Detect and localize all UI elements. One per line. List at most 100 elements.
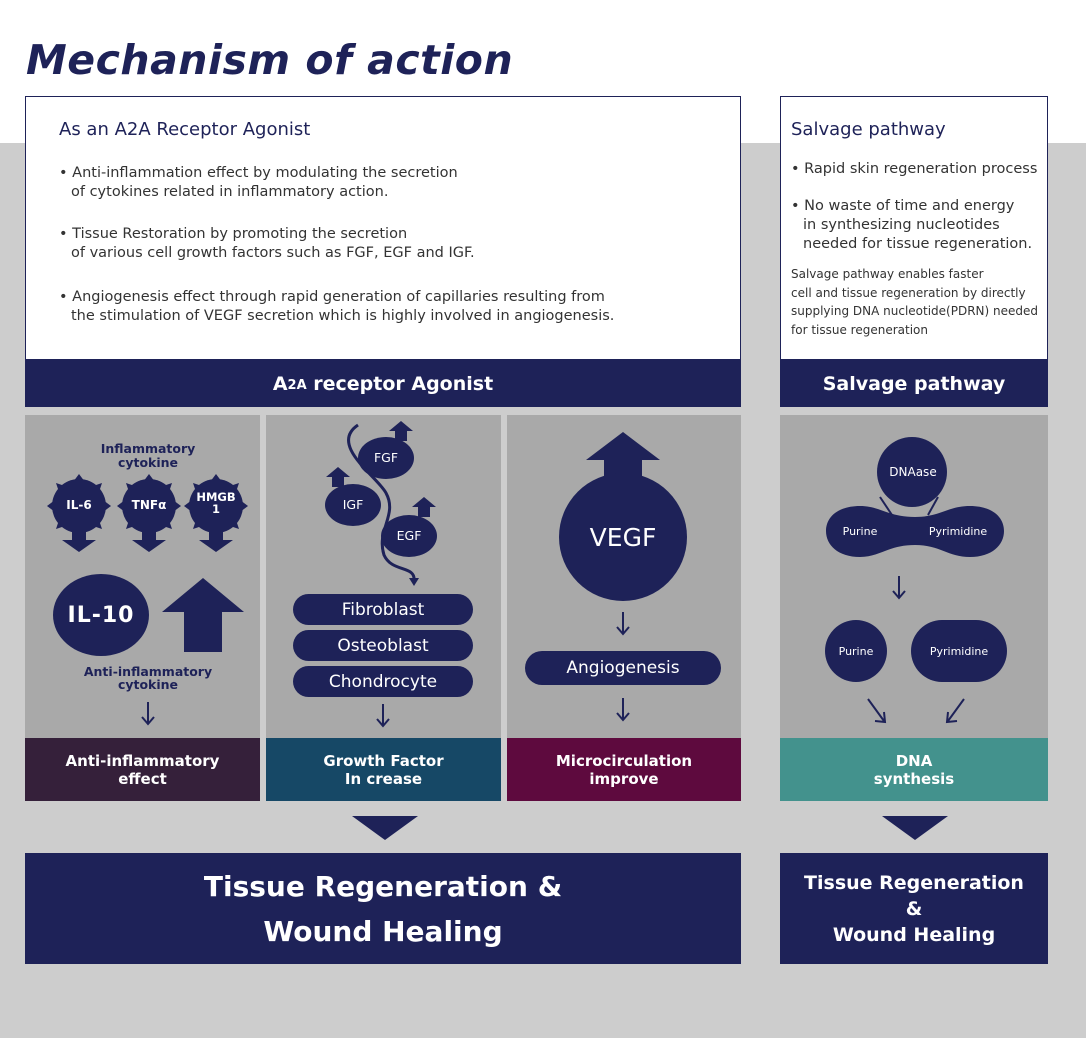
egf-label: EGF [396, 528, 422, 543]
note-line: cell and tissue regeneration by directly [791, 285, 1026, 300]
gear-il6 [47, 474, 111, 538]
chevron-down-icon [352, 816, 418, 840]
purine-pyrimidine-joined-shape [826, 506, 1004, 557]
up-arrow-egf-icon [412, 497, 436, 517]
result-tissue-regeneration-right: Tissue Regeneration & Wound Healing [780, 853, 1048, 964]
egf-oval [381, 515, 437, 557]
purine-label-joined: Purine [842, 525, 878, 538]
a2a-info-box: As an A2A Receptor Agonist • Anti-inflam… [25, 96, 741, 360]
gears-graphic [47, 474, 248, 552]
bullet-no-waste: • No waste of time and energy in synthes… [791, 197, 1032, 254]
result-line: Wound Healing [263, 914, 503, 948]
il10-circle: IL-10 [53, 574, 149, 656]
label-line: synthesis [873, 769, 955, 788]
converge-arrows-icon [867, 698, 965, 724]
label-line: DNA [895, 751, 933, 770]
growth-factor-graphic [325, 421, 437, 586]
pill-osteoblast: Osteoblast [293, 630, 473, 661]
pyrimidine-label-joined: Pyrimidine [928, 525, 988, 538]
label-line: improve [589, 769, 659, 788]
page-title: Mechanism of action [26, 36, 514, 84]
gear-label-il6: IL-6 [66, 498, 92, 512]
salvage-heading: Salvage pathway [791, 119, 946, 140]
a2a-bar-2a: 2A [287, 377, 307, 393]
pill-fibroblast: Fibroblast [293, 594, 473, 625]
label-line: Growth Factor [323, 751, 444, 770]
bullet-anti-inflammation: • Anti-inflammation effect by modulating… [59, 164, 458, 202]
label-line: Inflammatory [100, 441, 196, 456]
label-line: cytokine [117, 677, 179, 692]
fgf-oval [358, 437, 414, 479]
bullet-line: • Anti-inflammation effect by modulating… [59, 165, 458, 181]
connector-arrow-icon [409, 578, 419, 586]
vegf-up-arrow-icon [586, 432, 660, 478]
bullet-tissue-restoration: • Tissue Restoration by promoting the se… [59, 225, 475, 263]
fgf-label: FGF [373, 450, 399, 465]
dnaase-label: DNAase [889, 465, 937, 479]
up-arrow-igf-icon [326, 467, 350, 487]
bullet-rapid-regeneration: • Rapid skin regeneration process [791, 161, 1038, 177]
bullet-line: of cytokines related in inflammatory act… [71, 184, 389, 200]
arrow-down-icon [892, 576, 906, 600]
label-line: 1 [211, 502, 220, 516]
label-line: cytokine [117, 455, 179, 470]
chevron-down-icon [882, 816, 948, 840]
arrow-down-icon [141, 702, 155, 726]
anti-inflammatory-cytokine-label: Anti-inflammatory cytokine [78, 665, 218, 691]
bullet-line: needed for tissue regeneration. [803, 236, 1033, 252]
label-line: In crease [344, 769, 423, 788]
gear-hmgb1 [184, 474, 248, 538]
result-line: Tissue Regeneration & [203, 869, 563, 903]
result-line: Tissue Regeneration [804, 871, 1024, 894]
pyrimidine-pill: Pyrimidine [911, 620, 1007, 682]
dnaase-circle [877, 437, 947, 507]
purine-circle: Purine [825, 620, 887, 682]
arrow-down-icon [616, 612, 630, 636]
bullet-angiogenesis: • Angiogenesis effect through rapid gene… [59, 288, 614, 326]
bullet-line: in synthesizing nucleotides [803, 217, 1000, 233]
label-line: Anti-inflammatory [65, 751, 220, 770]
salvage-bar: Salvage pathway [780, 360, 1048, 407]
bullet-line: • Tissue Restoration by promoting the se… [59, 226, 408, 242]
dna-graphic [826, 437, 1004, 557]
inflammatory-cytokine-label: Inflammatory cytokine [88, 442, 208, 470]
salvage-note: Salvage pathway enables faster cell and … [791, 265, 1038, 339]
bullet-line: of various cell growth factors such as F… [71, 245, 475, 261]
label-line: Microcirculation [555, 751, 693, 770]
bullet-line: • No waste of time and energy [791, 198, 1015, 214]
result-line: & [905, 897, 923, 920]
gear-label-tnfa: TNFα [131, 498, 167, 512]
note-line: for tissue regeneration [791, 322, 928, 337]
bullet-line: the stimulation of VEGF secretion which … [71, 308, 615, 324]
a2a-bar-a: A [272, 372, 288, 395]
up-arrow-icon [162, 578, 244, 652]
down-arrows-icon [62, 530, 233, 552]
up-arrow-fgf-icon [389, 421, 413, 441]
pill-chondrocyte: Chondrocyte [293, 666, 473, 697]
vegf-circle: VEGF [559, 473, 687, 601]
result-line: Wound Healing [832, 923, 996, 946]
bullet-line: • Angiogenesis effect through rapid gene… [59, 289, 605, 305]
salvage-info-box: Salvage pathway • Rapid skin regeneratio… [780, 96, 1048, 360]
label-line: Anti-inflammatory [83, 664, 213, 679]
note-line: supplying DNA nucleotide(PDRN) needed [791, 304, 1039, 318]
result-tissue-regeneration-left: Tissue Regeneration & Wound Healing [25, 853, 741, 964]
pill-angiogenesis: Angiogenesis [525, 651, 721, 685]
igf-label: IGF [342, 497, 364, 512]
panel-anti-inflammatory [25, 415, 260, 738]
label-line: HMGB [196, 490, 236, 504]
arrow-down-icon [376, 704, 390, 728]
note-line: Salvage pathway enables faster [791, 267, 984, 281]
igf-oval [325, 484, 381, 526]
arrow-down-icon [616, 698, 630, 722]
label-line: effect [118, 769, 167, 788]
a2a-heading: As an A2A Receptor Agonist [59, 119, 311, 140]
a2a-bar-rest: receptor Agonist [306, 372, 494, 395]
connector-curve [347, 423, 416, 582]
